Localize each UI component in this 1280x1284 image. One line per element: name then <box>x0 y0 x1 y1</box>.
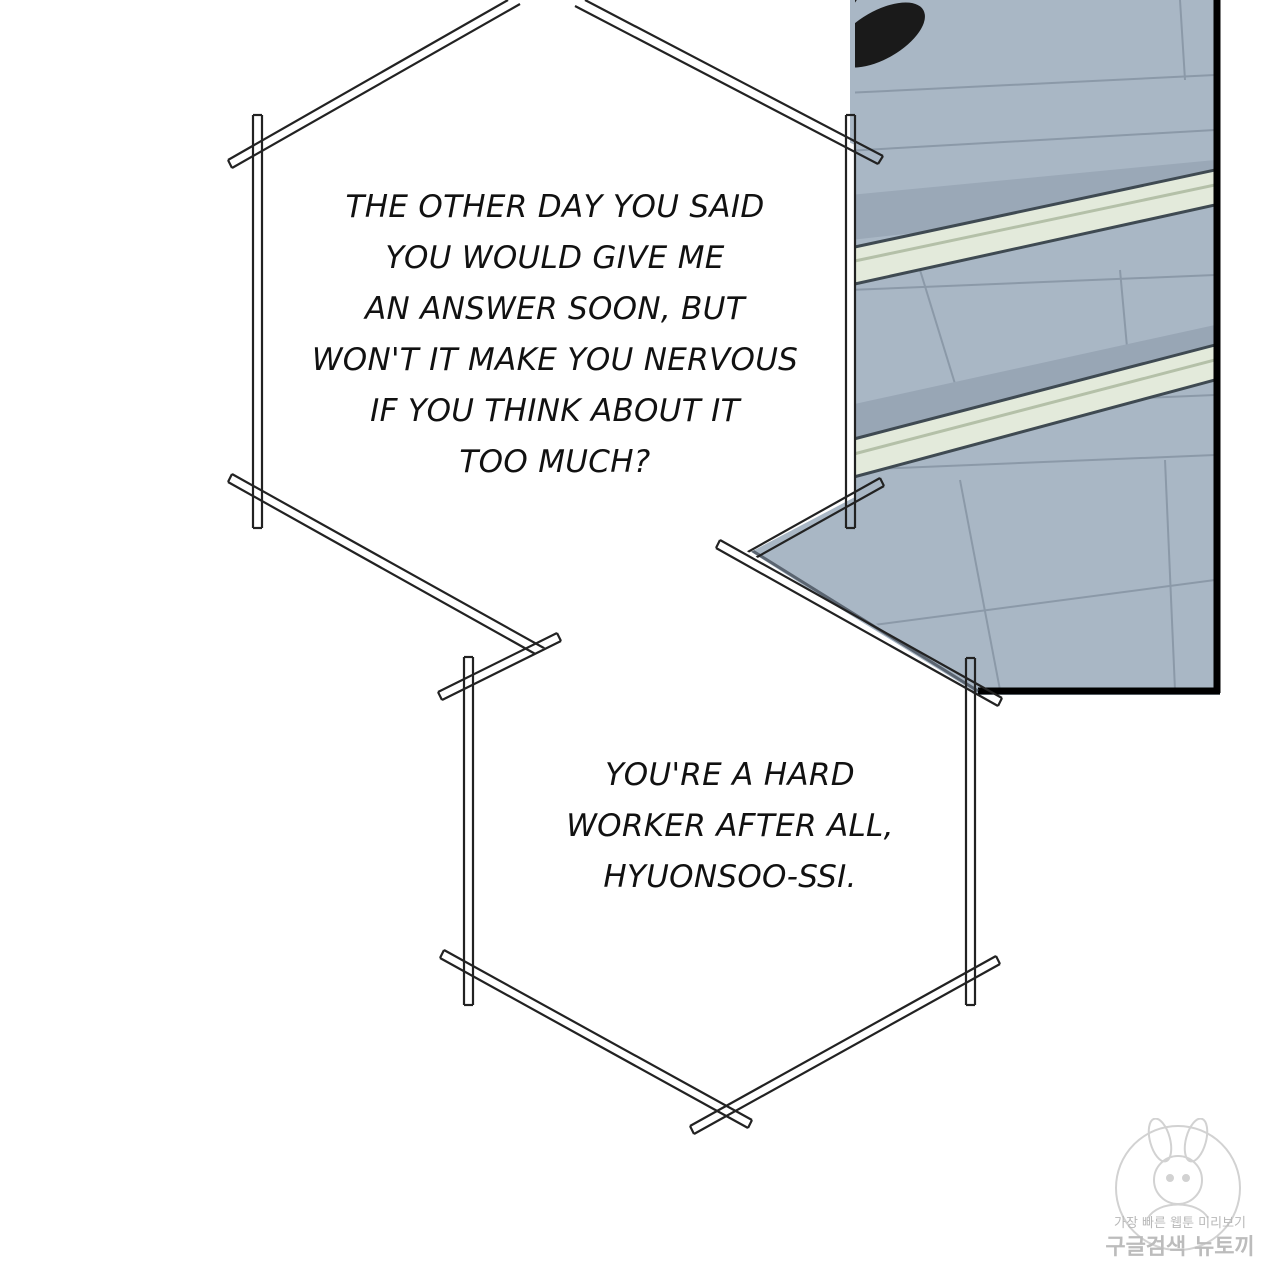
watermark-title: 구글검색 뉴토끼 <box>1105 1235 1255 1260</box>
watermark-caption: 가장 빠른 웹툰 미리보기 <box>1114 1216 1246 1231</box>
speech-text-top: THE OTHER DAY YOU SAID YOU WOULD GIVE ME… <box>262 182 848 488</box>
floor-base <box>580 0 1220 695</box>
speech-text-bottom: YOU'RE A HARD WORKER AFTER ALL, HYUONSOO… <box>520 750 940 903</box>
speech-line: HYUONSOO-SSI. <box>603 859 857 895</box>
speech-line: WON'T IT MAKE YOU NERVOUS <box>311 342 799 378</box>
speech-line: TOO MUCH? <box>459 444 651 480</box>
speech-line: IF YOU THINK ABOUT IT <box>370 393 740 429</box>
speech-bubble-top <box>227 0 885 666</box>
speech-bubble-bottom <box>437 539 1003 1135</box>
speech-line: THE OTHER DAY YOU SAID <box>345 189 765 225</box>
shoe-shadow <box>835 2 925 68</box>
speech-line: WORKER AFTER ALL, <box>566 808 894 844</box>
speech-line: YOU WOULD GIVE ME <box>385 240 725 276</box>
speech-line: YOU'RE A HARD <box>605 757 855 793</box>
floor-band <box>850 160 1215 240</box>
shoe <box>778 0 858 34</box>
watermark-bunny-icon <box>1115 1118 1241 1251</box>
speech-line: AN ANSWER SOON, BUT <box>365 291 745 327</box>
